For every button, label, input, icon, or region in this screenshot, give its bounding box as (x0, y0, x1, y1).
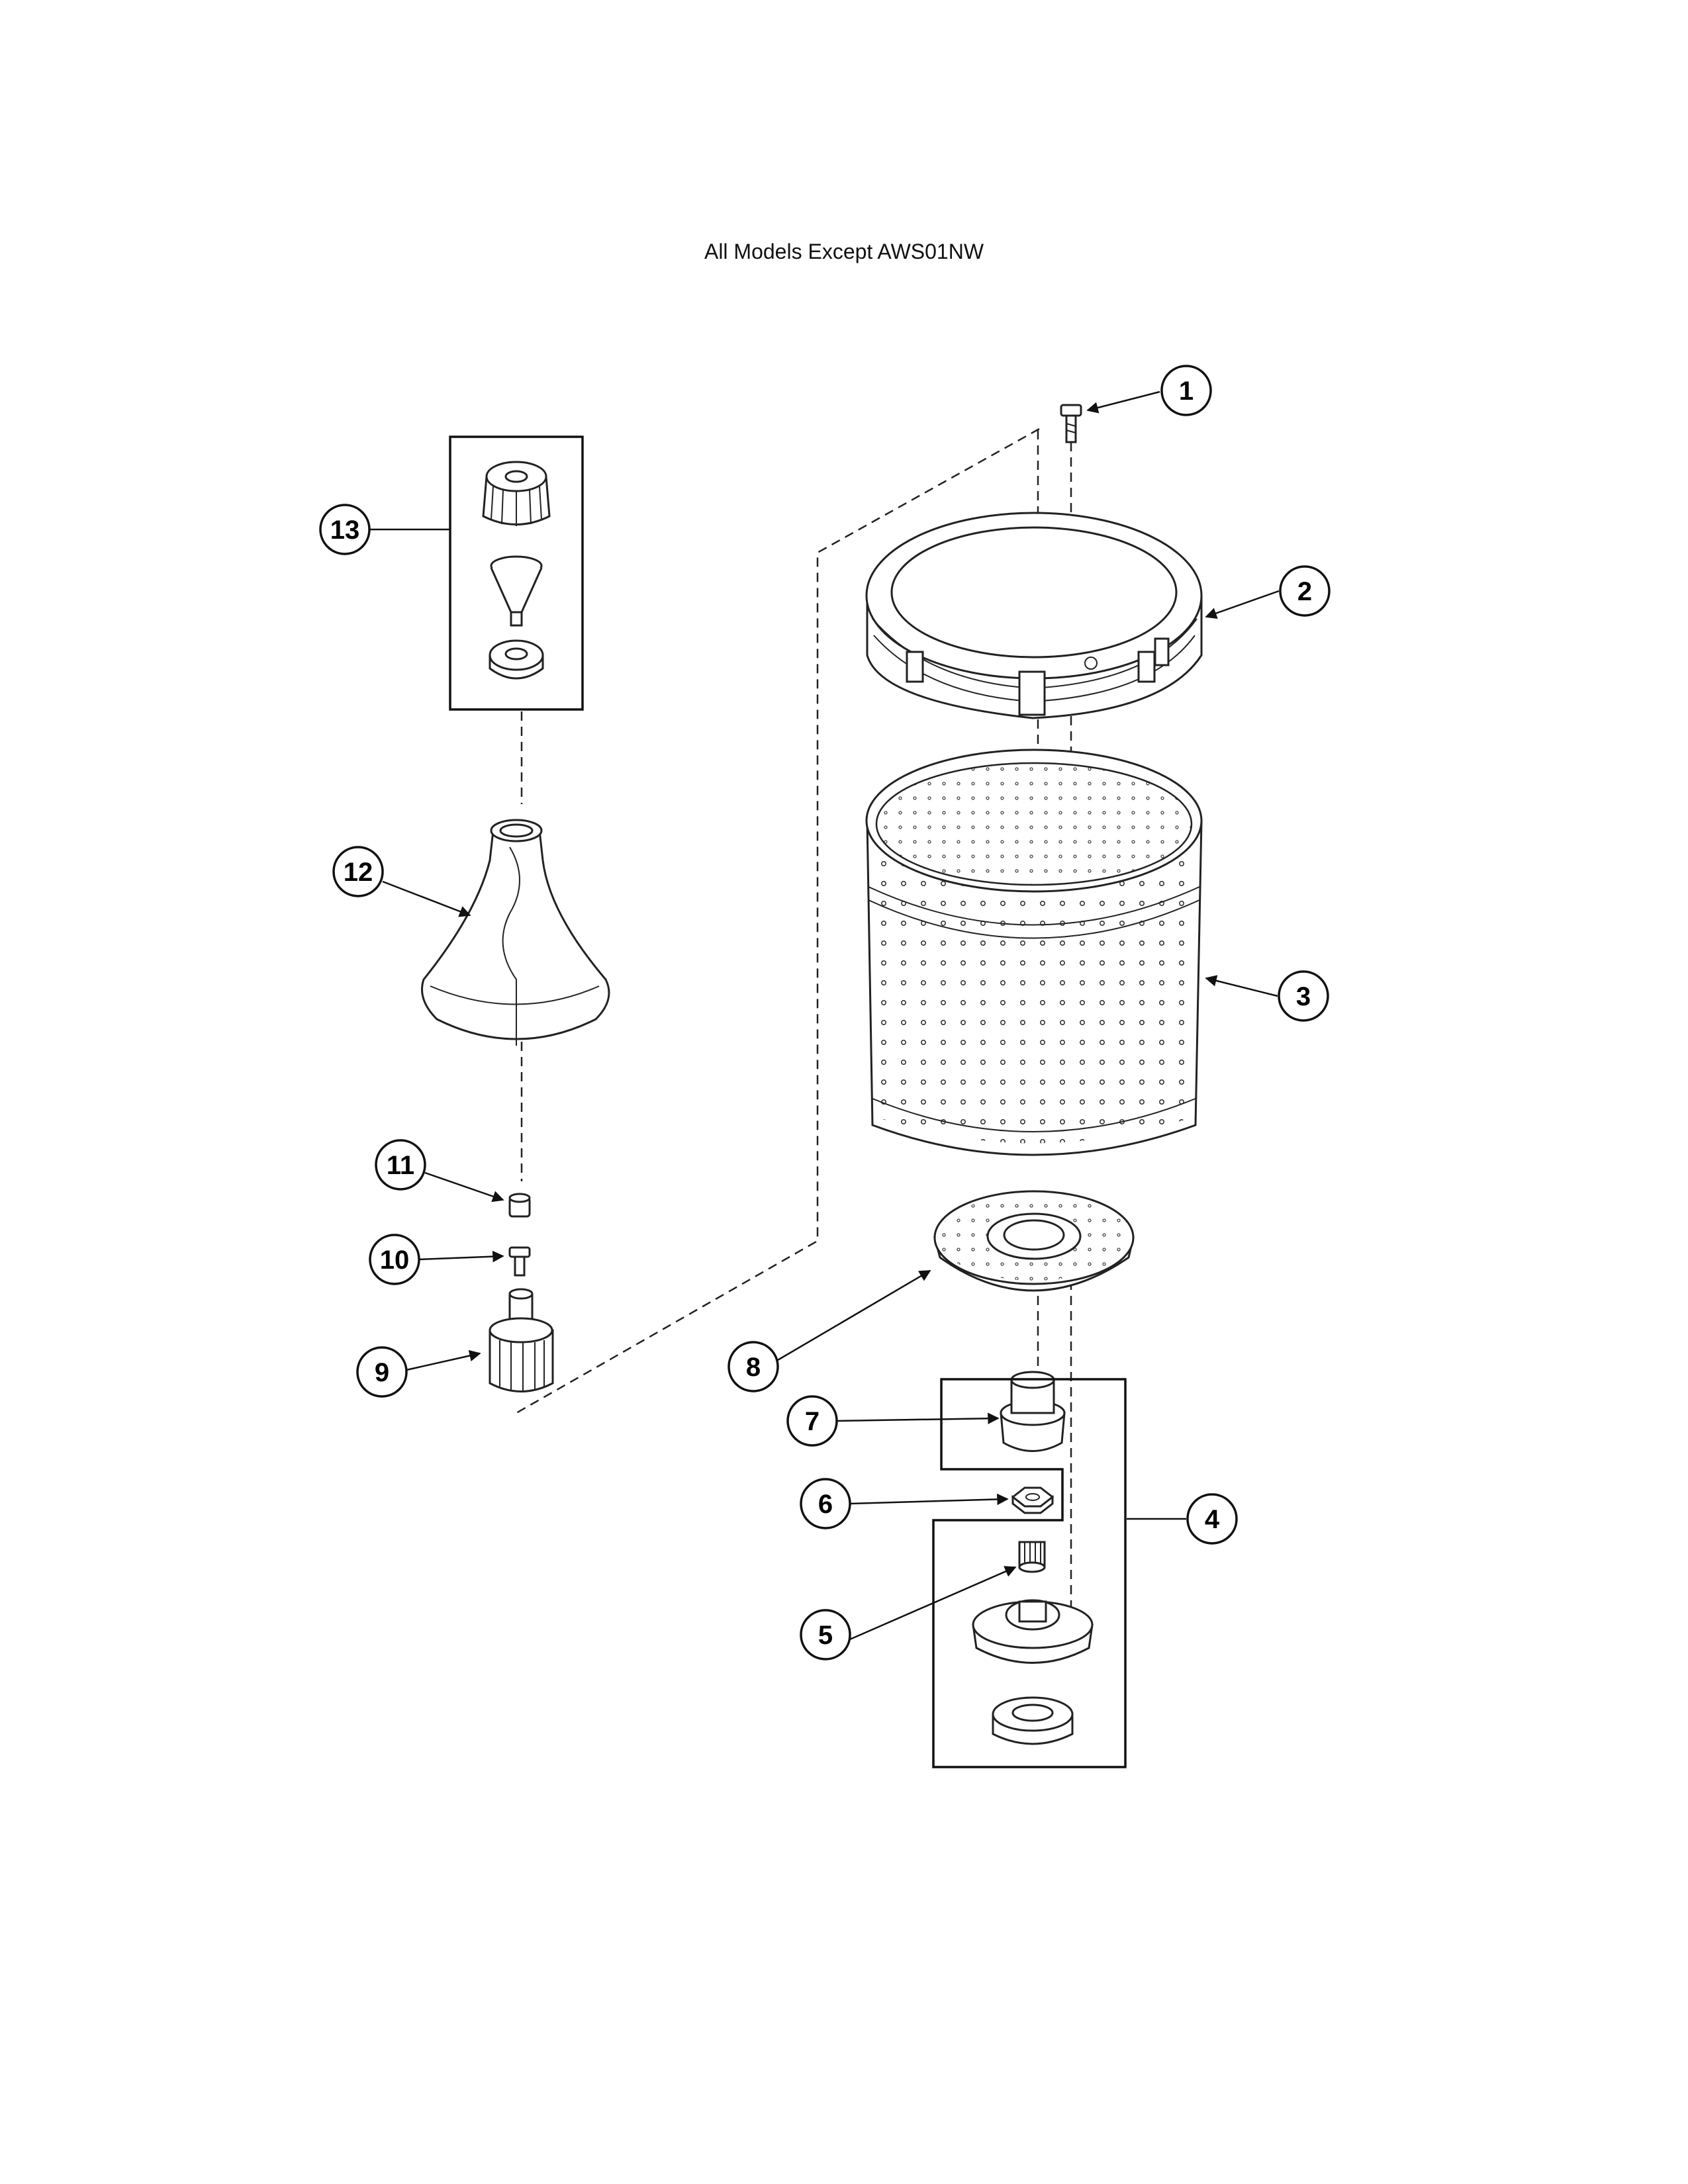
callout-1: 1 (1160, 365, 1212, 416)
part-6-nut (1011, 1486, 1055, 1514)
part-10-bolt (508, 1246, 531, 1277)
callout-1-label: 1 (1179, 377, 1194, 406)
part-3-basket (865, 749, 1203, 1156)
assembly-dashed-line (516, 428, 1040, 1414)
part-4-bracket (932, 1378, 1127, 1768)
callout-11-label: 11 (387, 1151, 414, 1180)
leader-2 (1205, 590, 1280, 619)
callout-7-label: 7 (805, 1407, 820, 1436)
callout-2: 2 (1279, 565, 1331, 617)
callout-10: 10 (369, 1234, 420, 1285)
callout-2-label: 2 (1297, 577, 1312, 606)
part-12-agitator (421, 819, 610, 1046)
callout-12: 12 (332, 846, 384, 897)
part-1-screw (1060, 404, 1082, 443)
callout-6-label: 6 (818, 1490, 833, 1519)
callout-7: 7 (786, 1395, 838, 1447)
leader-10 (418, 1250, 504, 1263)
page-title: All Models Except AWS01NW (704, 240, 984, 263)
callout-5: 5 (800, 1609, 851, 1661)
part-4-hub-assembly (972, 1599, 1094, 1745)
callout-3: 3 (1278, 970, 1329, 1022)
leader-5 (849, 1566, 1017, 1641)
leader-11 (424, 1171, 504, 1203)
callout-5-label: 5 (818, 1621, 833, 1650)
callout-8-label: 8 (746, 1353, 761, 1382)
callout-12-label: 12 (344, 858, 373, 887)
part-13-cap-assembly (482, 461, 551, 680)
part-11-nut (508, 1193, 531, 1218)
callout-13-label: 13 (330, 516, 360, 545)
leader-7 (836, 1412, 1000, 1425)
part-8-hub-plate (933, 1190, 1135, 1292)
part-7-seal (1000, 1371, 1066, 1452)
callout-10-label: 10 (380, 1246, 410, 1275)
callout-13: 13 (319, 504, 371, 555)
leader-1 (1086, 390, 1160, 414)
callout-3-label: 3 (1296, 982, 1311, 1011)
callout-4-label: 4 (1205, 1505, 1220, 1534)
leader-3 (1205, 975, 1278, 997)
part-5-bushing (1018, 1541, 1046, 1573)
leader-12 (382, 880, 471, 917)
leader-9 (406, 1349, 481, 1371)
leader-8 (777, 1269, 931, 1361)
part-2-tub-ring (865, 512, 1203, 719)
part-9-drive-coupling (489, 1288, 554, 1392)
callout-11: 11 (375, 1139, 426, 1191)
leader-6 (849, 1493, 1009, 1506)
callout-4: 4 (1186, 1493, 1238, 1545)
callout-9-label: 9 (375, 1358, 389, 1387)
callout-9: 9 (356, 1346, 408, 1398)
callout-6: 6 (800, 1478, 851, 1529)
part-13-box (449, 435, 584, 711)
callout-8: 8 (727, 1341, 779, 1392)
